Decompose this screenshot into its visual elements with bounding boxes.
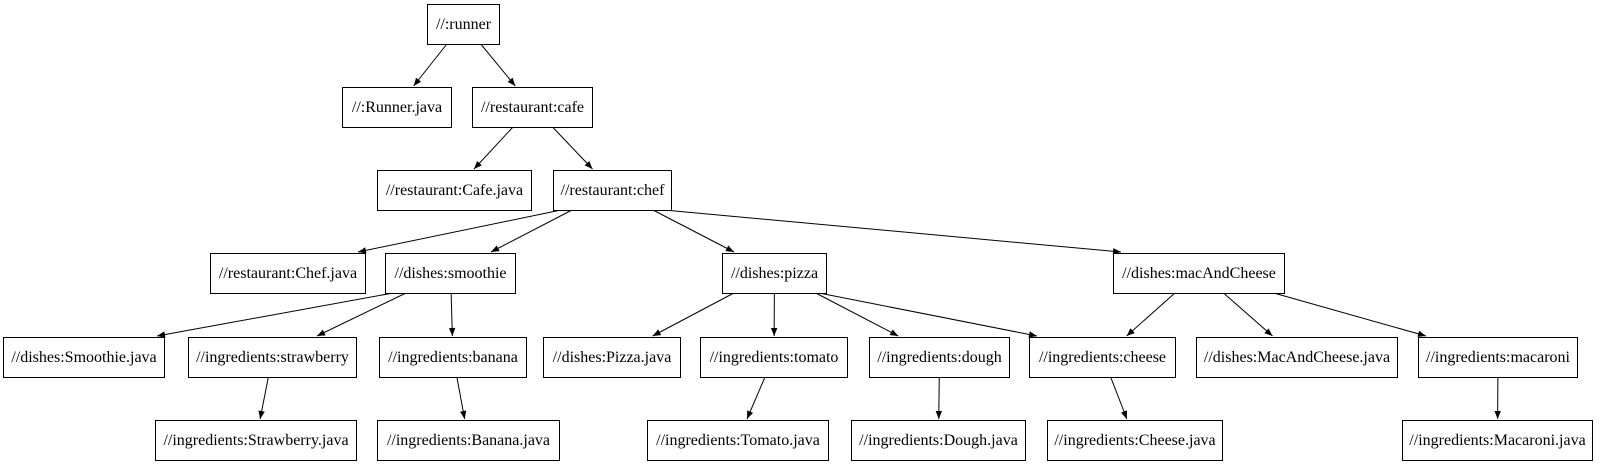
edge-chef-to-smoothie <box>490 209 573 253</box>
graph-node-smoothie: //dishes:smoothie <box>385 253 516 294</box>
edge-mac_and_cheese-to-mac_and_cheese_java <box>1223 292 1273 337</box>
edge-dough-to-dough_java <box>935 376 943 420</box>
edge-chef-to-mac_and_cheese <box>663 209 1122 255</box>
edge-banana-to-banana_java <box>456 376 467 420</box>
graph-node-cheese: //ingredients:cheese <box>1029 337 1176 378</box>
graph-node-cheese_java: //ingredients:Cheese.java <box>1047 420 1223 461</box>
edge-pizza-to-cheese <box>818 292 1038 338</box>
edge-pizza-to-pizza_java <box>652 292 735 337</box>
graph-node-pizza_java: //dishes:Pizza.java <box>543 337 681 378</box>
edge-mac_and_cheese-to-macaroni <box>1273 292 1427 337</box>
edge-smoothie-to-banana <box>448 292 456 337</box>
graph-node-cafe: //restaurant:cafe <box>472 87 593 128</box>
graph-node-banana_java: //ingredients:Banana.java <box>377 420 560 461</box>
graph-node-macaroni_java: //ingredients:Macaroni.java <box>1402 420 1593 461</box>
graph-node-banana: //ingredients:banana <box>379 337 527 378</box>
edge-pizza-to-dough <box>815 292 899 337</box>
graph-node-cafe_java: //restaurant:Cafe.java <box>377 170 532 211</box>
edge-smoothie-to-smoothie_java <box>156 292 394 338</box>
edge-mac_and_cheese-to-cheese <box>1126 292 1176 337</box>
edge-chef-to-chef_java <box>357 209 562 254</box>
graph-node-strawberry_java: //ingredients:Strawberry.java <box>155 420 357 461</box>
graph-node-dough: //ingredients:dough <box>869 337 1010 378</box>
edge-runner-to-runner_java <box>413 43 448 87</box>
graph-node-chef: //restaurant:chef <box>553 170 672 211</box>
graph-node-dough_java: //ingredients:Dough.java <box>851 420 1026 461</box>
graph-node-strawberry: //ingredients:strawberry <box>188 337 357 378</box>
graph-node-smoothie_java: //dishes:Smoothie.java <box>3 337 165 378</box>
graph-node-runner_java: //:Runner.java <box>342 87 452 128</box>
edge-chef-to-pizza <box>652 209 735 253</box>
edge-cafe-to-chef <box>552 126 593 170</box>
graph-node-runner: //:runner <box>427 4 500 45</box>
edge-smoothie-to-strawberry <box>316 292 407 337</box>
edge-tomato-to-tomato_java <box>746 376 766 420</box>
graph-node-pizza: //dishes:pizza <box>722 253 827 294</box>
edge-runner-to-cafe <box>480 43 516 87</box>
edge-cheese-to-cheese_java <box>1110 376 1128 420</box>
graph-node-chef_java: //restaurant:Chef.java <box>210 253 366 294</box>
graph-node-mac_and_cheese_java: //dishes:MacAndCheese.java <box>1196 337 1398 378</box>
graph-node-mac_and_cheese: //dishes:macAndCheese <box>1113 253 1285 294</box>
graph-node-macaroni: //ingredients:macaroni <box>1418 337 1578 378</box>
graph-node-tomato_java: //ingredients:Tomato.java <box>647 420 829 461</box>
edge-cafe-to-cafe_java <box>473 126 514 170</box>
edge-strawberry-to-strawberry_java <box>258 376 269 420</box>
graph-node-tomato: //ingredients:tomato <box>700 337 848 378</box>
